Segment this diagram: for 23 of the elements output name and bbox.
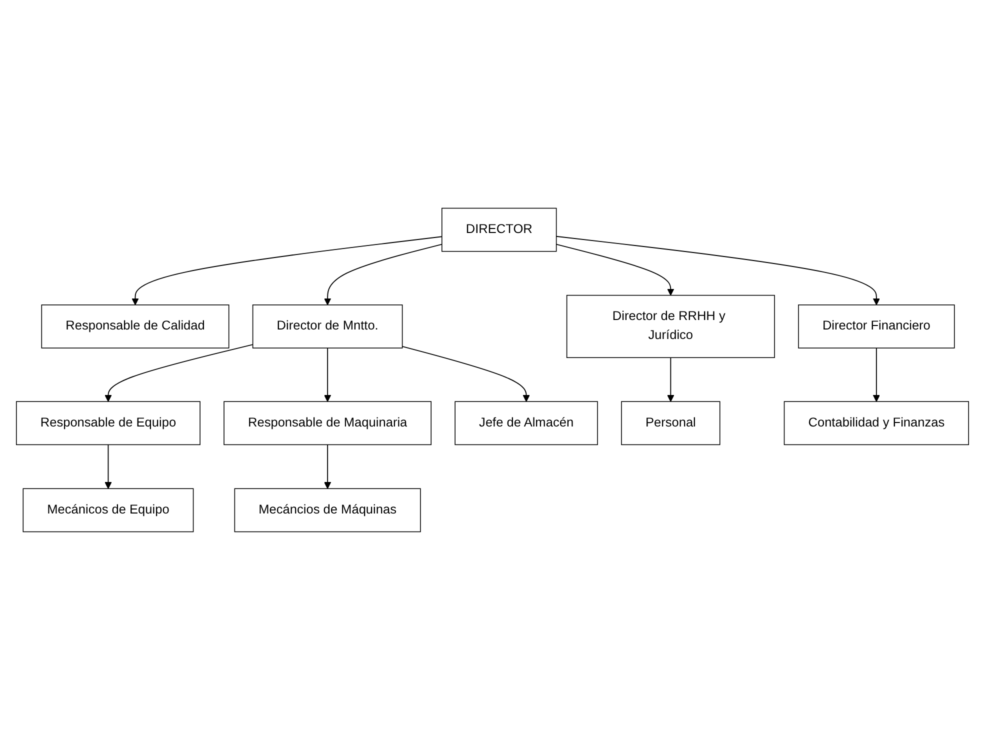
arrow xyxy=(556,236,880,306)
node-box: Mecánicos de Equipo xyxy=(22,488,194,532)
arrow xyxy=(667,357,674,402)
node-box: Responsable de Equipo xyxy=(16,401,200,446)
node-box: Jefe de Almacén xyxy=(454,401,598,446)
arrow xyxy=(324,244,442,306)
arrow xyxy=(556,244,674,296)
node-box: Director Financiero xyxy=(798,304,955,348)
arrow xyxy=(324,444,332,489)
node-box: Director de RRHH y Jurídico xyxy=(566,294,775,358)
node-box: Director de Mntto. xyxy=(252,304,403,348)
arrow xyxy=(872,348,880,402)
node-box: Personal xyxy=(621,401,720,446)
node-box: Responsable de Calidad xyxy=(41,304,230,348)
arrow xyxy=(132,236,442,306)
arrow xyxy=(104,344,254,402)
arrow xyxy=(104,444,112,489)
arrow xyxy=(402,346,530,402)
node-box: Responsable de Maquinaria xyxy=(224,401,432,446)
node-box: DIRECTOR xyxy=(442,208,557,252)
node-box: Contabilidad y Finanzas xyxy=(784,401,969,446)
node-box: Mecáncios de Máquinas xyxy=(234,488,421,532)
arrow xyxy=(324,348,332,402)
